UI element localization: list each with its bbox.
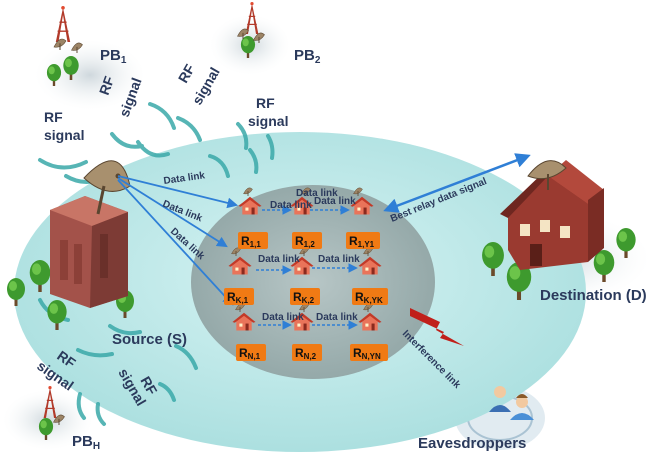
people-icon — [489, 386, 534, 420]
data-link-label: Data link — [314, 196, 356, 207]
relay-badge — [224, 288, 254, 305]
data-link-label: Data link — [316, 312, 358, 323]
rf-wave-arcs — [38, 102, 275, 426]
relay-label: R1,2 — [295, 234, 315, 249]
relay-hop-links — [256, 205, 358, 330]
data-link-label: Data link — [258, 254, 300, 265]
source-label: Source (S) — [112, 331, 187, 348]
relay-badge — [346, 232, 380, 249]
rf-word: RF — [256, 95, 275, 111]
eavesdroppers-label: Eavesdroppers — [418, 435, 526, 452]
rf-word: RF — [175, 61, 198, 86]
relay-label: RN,2 — [295, 346, 317, 361]
signal-word: signal — [44, 127, 84, 143]
relay-badges: R1,1 R1,2 R1,Y1 RK,1 RK,2 RK,YK RN,1 RN,… — [224, 232, 388, 361]
destination-label: Destination (D) — [540, 287, 647, 304]
pb1-label: PB1 — [100, 47, 127, 66]
relay-badge — [352, 288, 388, 305]
rf-word: RF — [44, 109, 63, 125]
relay-label: RN,YN — [353, 346, 381, 361]
relay-badge — [350, 344, 388, 361]
pb2-label: PB2 — [294, 47, 321, 66]
relay-label: RK,1 — [227, 290, 249, 305]
relay-badge — [290, 288, 320, 305]
pb1-ground — [35, 40, 145, 110]
relay-badge — [236, 344, 266, 361]
data-link-label: Data link — [318, 254, 360, 265]
destination-house-icon — [500, 160, 604, 270]
relay-label: RK,YK — [355, 290, 383, 305]
data-link-label: Data link — [270, 200, 312, 211]
relay-label: R1,1 — [241, 234, 261, 249]
signal-word: signal — [248, 113, 288, 129]
lightning-bolt-icon — [410, 308, 464, 346]
data-link-arrows — [117, 175, 239, 306]
relay-badge — [238, 232, 268, 249]
data-link-label: Data link — [296, 188, 338, 199]
relay-label: R1,Y1 — [349, 234, 375, 249]
relay-label: RN,1 — [239, 346, 261, 361]
pbh-label: PBH — [72, 433, 100, 452]
source-building-icon — [50, 160, 131, 308]
relay-label: RK,2 — [293, 290, 315, 305]
data-link-label: Data link — [262, 312, 304, 323]
rf-word: RF — [96, 74, 118, 97]
relay-badge — [292, 344, 322, 361]
best-relay-arrow — [383, 153, 531, 213]
relay-badge — [292, 232, 322, 249]
